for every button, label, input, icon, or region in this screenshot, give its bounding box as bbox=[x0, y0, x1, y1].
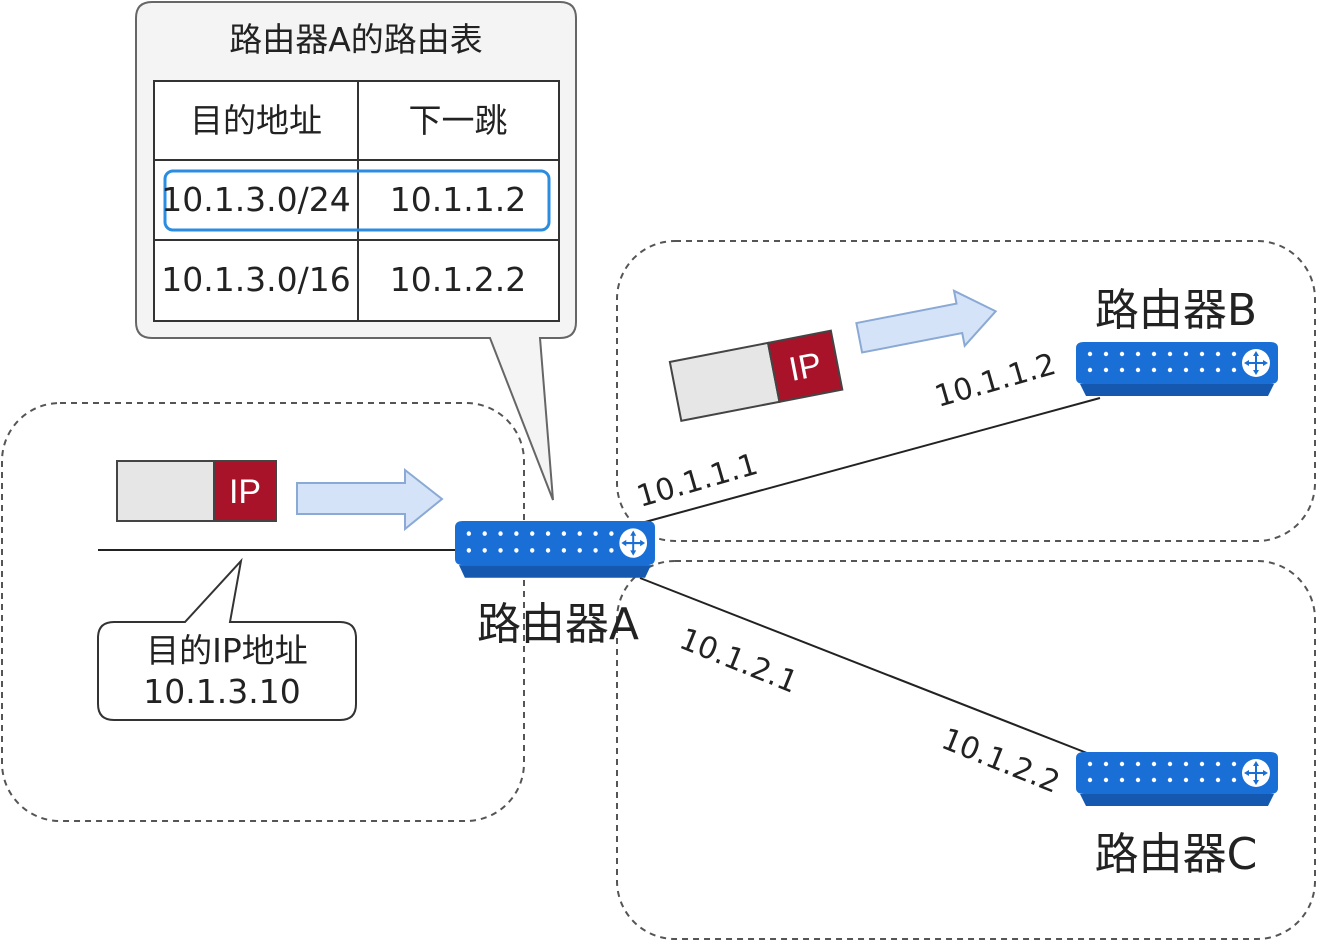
header-next-hop: 下一跳 bbox=[409, 101, 508, 140]
router-b-icon bbox=[1075, 341, 1279, 397]
destination-callout bbox=[97, 557, 357, 721]
router-a-icon bbox=[453, 519, 657, 579]
forwarded-packet: IP bbox=[668, 329, 844, 423]
highlighted-route-row bbox=[163, 169, 551, 232]
incoming-arrow bbox=[296, 467, 444, 532]
destination-label: 目的IP地址 bbox=[146, 631, 308, 670]
row2-destination: 10.1.3.0/16 bbox=[161, 260, 351, 299]
routing-table bbox=[153, 80, 560, 322]
ip-c-side: 10.1.2.2 bbox=[936, 722, 1064, 801]
header-destination: 目的地址 bbox=[190, 101, 322, 140]
destination-value: 10.1.3.10 bbox=[143, 672, 300, 711]
row1-next-hop: 10.1.1.2 bbox=[390, 180, 526, 219]
router-a-label: 路由器A bbox=[477, 599, 639, 650]
network-b-zone bbox=[616, 240, 1316, 542]
router-c-icon bbox=[1075, 751, 1279, 807]
row1-destination: 10.1.3.0/24 bbox=[161, 180, 351, 219]
row2-next-hop: 10.1.2.2 bbox=[390, 260, 526, 299]
forwarded-arrow bbox=[855, 289, 998, 354]
incoming-packet-tag: IP bbox=[229, 473, 261, 511]
incoming-packet: IP bbox=[116, 460, 277, 522]
ip-a-to-b: 10.1.1.1 bbox=[633, 447, 762, 515]
network-c-zone bbox=[616, 560, 1316, 940]
router-b-label: 路由器B bbox=[1095, 285, 1257, 336]
forwarded-packet-tag: IP bbox=[786, 345, 825, 388]
router-c-label: 路由器C bbox=[1095, 829, 1258, 880]
routing-table-title: 路由器A的路由表 bbox=[229, 20, 483, 59]
ip-b-side: 10.1.1.2 bbox=[931, 347, 1060, 415]
link-a-to-b bbox=[644, 397, 1101, 523]
left-network-zone bbox=[1, 402, 525, 822]
link-a-to-c bbox=[639, 577, 1093, 756]
